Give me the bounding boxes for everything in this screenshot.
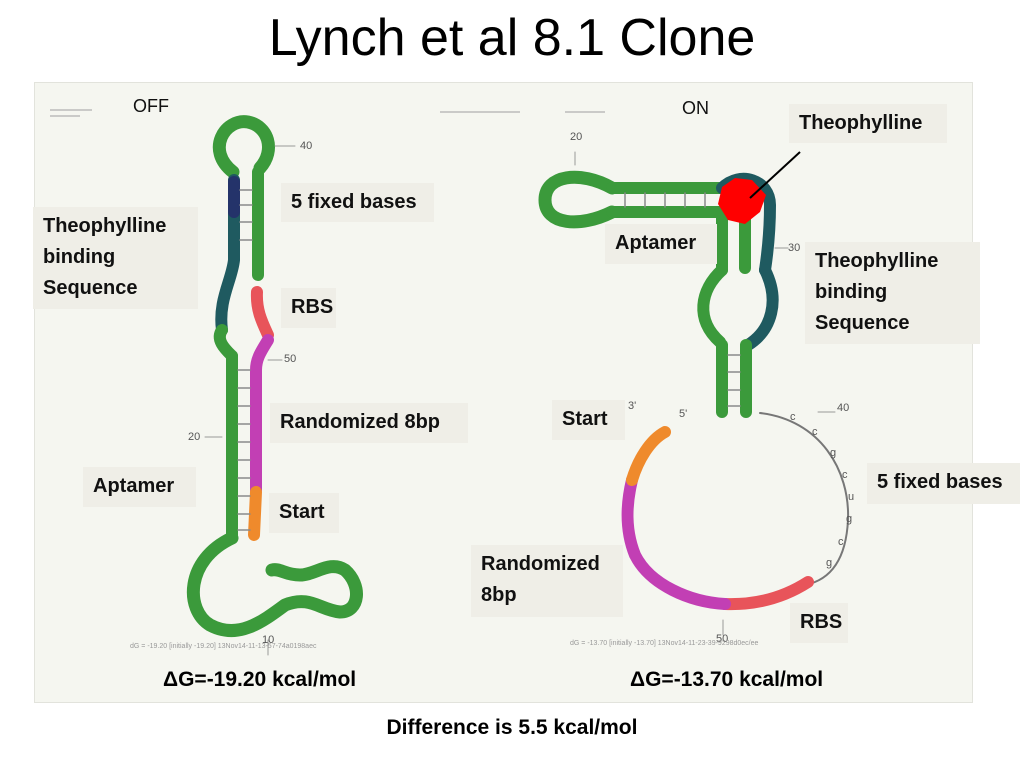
on-label-fixed-bases: 5 fixed bases — [867, 463, 1020, 504]
on-delta-g: ΔG=-13.70 kcal/mol — [630, 668, 824, 691]
off-footer-text: dG = -19.20 [initially -19.20] 13Nov14-1… — [130, 643, 317, 650]
on-randomized-line1: Randomized — [481, 553, 600, 575]
on-3prime: 3' — [628, 400, 637, 412]
on-hairpin-loop — [538, 170, 619, 229]
theophylline-pointer — [749, 151, 801, 199]
on-label-randomized: Randomized 8bp — [471, 545, 623, 617]
on-label-binding-sequence: Theophylline binding Sequence — [805, 242, 980, 344]
on-footer-text: dG = -13.70 [initially -13.70] 13Nov14-1… — [570, 640, 759, 647]
energy-difference: Difference is 5.5 kcal/mol — [386, 716, 638, 739]
theophylline-molecule — [718, 178, 766, 224]
off-binding-line2: binding — [43, 246, 116, 268]
off-pos-40: 40 — [300, 140, 313, 152]
off-binding-line1: Theophylline — [43, 215, 167, 237]
svg-text:c: c — [812, 426, 818, 438]
on-structure: ccg cug cg — [538, 151, 854, 636]
svg-text:c: c — [842, 469, 848, 481]
on-pos-30: 30 — [788, 242, 801, 254]
paper-header-marks — [50, 109, 605, 117]
on-big-loop — [759, 412, 850, 586]
off-start — [248, 486, 262, 541]
on-binding-line2: binding — [815, 281, 888, 303]
svg-text:g: g — [846, 513, 852, 525]
off-delta-g: ΔG=-19.20 kcal/mol — [163, 668, 357, 691]
off-label-start: Start — [269, 493, 339, 533]
on-binding-line1: Theophylline — [815, 250, 939, 272]
on-pos-50: 50 — [716, 633, 729, 645]
slide-title: Lynch et al 8.1 Clone — [268, 9, 756, 67]
on-label-aptamer: Aptamer — [605, 224, 717, 264]
on-randomized-line2: 8bp — [481, 584, 517, 606]
on-state-label: ON — [682, 98, 709, 118]
off-binding-line3: Sequence — [43, 277, 138, 299]
off-top-loop — [213, 115, 275, 179]
on-label-start: Start — [552, 400, 625, 440]
on-label-rbs: RBS — [790, 603, 848, 643]
on-label-theophylline: Theophylline — [789, 104, 947, 143]
on-ticks — [574, 151, 836, 636]
on-binding-line3: Sequence — [815, 312, 910, 334]
off-label-fixed-bases: 5 fixed bases — [281, 183, 434, 222]
svg-text:g: g — [830, 447, 836, 459]
off-ticks — [204, 145, 296, 656]
on-basepairs — [624, 192, 741, 407]
on-pos-20: 20 — [570, 131, 583, 143]
off-structure — [186, 115, 363, 656]
on-bubble-left — [697, 264, 728, 348]
on-loop-letters: ccg cug cg — [790, 411, 854, 569]
off-label-randomized: Randomized 8bp — [270, 403, 468, 443]
svg-text:g: g — [826, 557, 832, 569]
off-binding-left — [215, 174, 240, 336]
on-start — [626, 426, 671, 486]
on-randomized — [621, 474, 731, 610]
off-rbs — [250, 286, 274, 341]
svg-text:c: c — [790, 411, 796, 423]
off-pos-20: 20 — [188, 431, 201, 443]
off-pos-50: 50 — [284, 353, 297, 365]
off-bottom-loop — [186, 531, 363, 638]
off-label-aptamer: Aptamer — [83, 467, 196, 507]
off-pos-10: 10 — [262, 634, 275, 646]
off-randomized — [250, 334, 274, 496]
on-pos-40: 40 — [837, 402, 850, 414]
off-state-label: OFF — [133, 96, 169, 116]
on-rbs — [719, 576, 814, 611]
on-bubble-right — [742, 264, 779, 351]
svg-text:c: c — [838, 536, 844, 548]
on-5prime: 5' — [679, 408, 688, 420]
off-basepairs — [237, 189, 253, 531]
svg-text:u: u — [848, 491, 854, 503]
off-label-binding-sequence: Theophylline binding Sequence — [33, 207, 198, 309]
off-label-rbs: RBS — [281, 288, 336, 328]
